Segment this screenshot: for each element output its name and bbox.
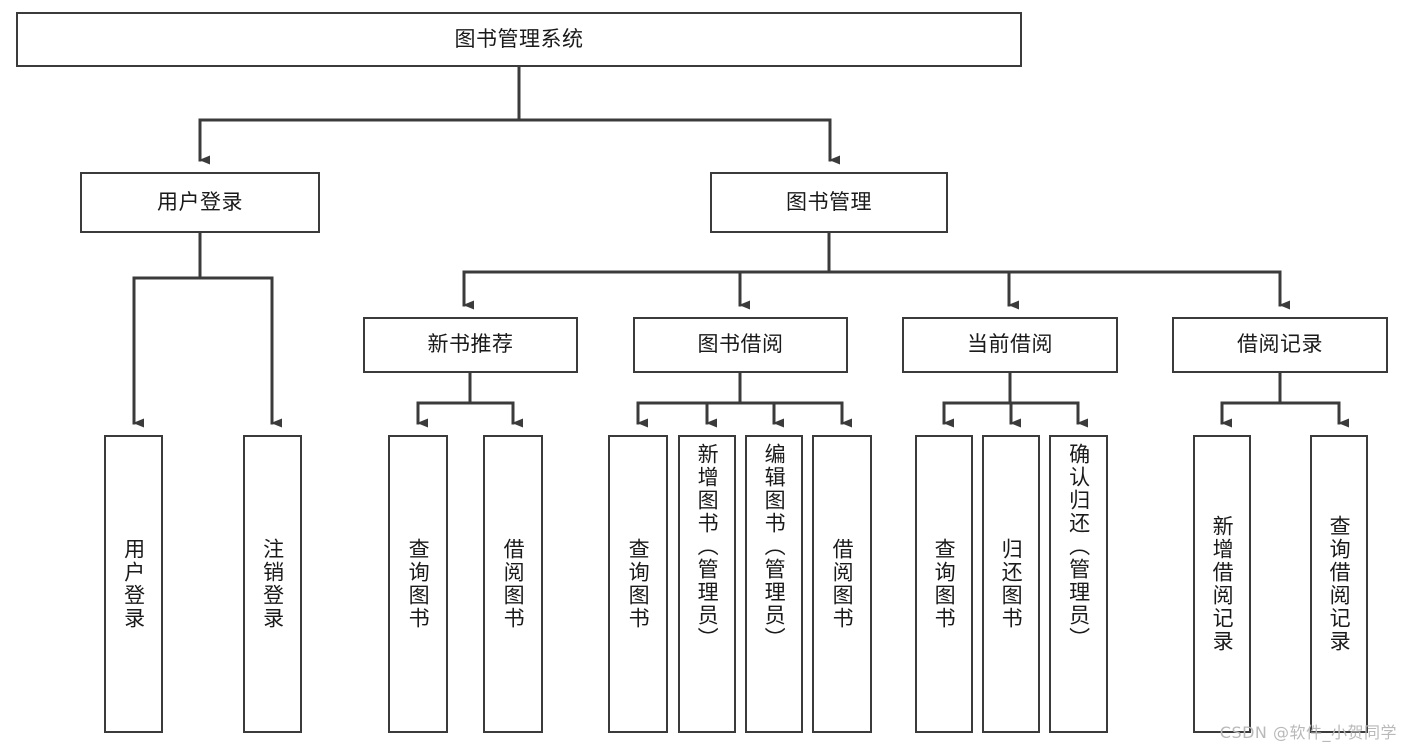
- node-user-login[interactable]: 用户登录: [80, 172, 320, 233]
- node-root[interactable]: 图书管理系统: [16, 12, 1022, 67]
- node-leaf-borrow-query-book[interactable]: 查询图书: [608, 435, 668, 733]
- node-book-borrow[interactable]: 图书借阅: [633, 317, 848, 373]
- node-borrow-record[interactable]: 借阅记录: [1172, 317, 1388, 373]
- node-leaf-add-record[interactable]: 新增借阅记录: [1193, 435, 1251, 733]
- node-new-book-rec[interactable]: 新书推荐: [363, 317, 578, 373]
- node-leaf-borrow-book[interactable]: 借阅图书: [812, 435, 872, 733]
- node-leaf-rec-query-book[interactable]: 查询图书: [388, 435, 448, 733]
- node-leaf-add-book[interactable]: 新增图书（管理员）: [678, 435, 736, 733]
- node-leaf-edit-book[interactable]: 编辑图书（管理员）: [745, 435, 803, 733]
- node-leaf-rec-borrow-book[interactable]: 借阅图书: [483, 435, 543, 733]
- node-leaf-return-book[interactable]: 归还图书: [982, 435, 1040, 733]
- node-leaf-user-logout[interactable]: 注销登录: [243, 435, 302, 733]
- node-leaf-confirm-return[interactable]: 确认归还（管理员）: [1049, 435, 1108, 733]
- node-leaf-cur-query-book[interactable]: 查询图书: [915, 435, 973, 733]
- node-leaf-user-login[interactable]: 用户登录: [104, 435, 163, 733]
- node-current-borrow[interactable]: 当前借阅: [902, 317, 1118, 373]
- node-book-manage[interactable]: 图书管理: [710, 172, 948, 233]
- csdn-watermark: CSDN @软件_小贺同学: [1219, 723, 1397, 742]
- node-leaf-query-record[interactable]: 查询借阅记录: [1310, 435, 1368, 733]
